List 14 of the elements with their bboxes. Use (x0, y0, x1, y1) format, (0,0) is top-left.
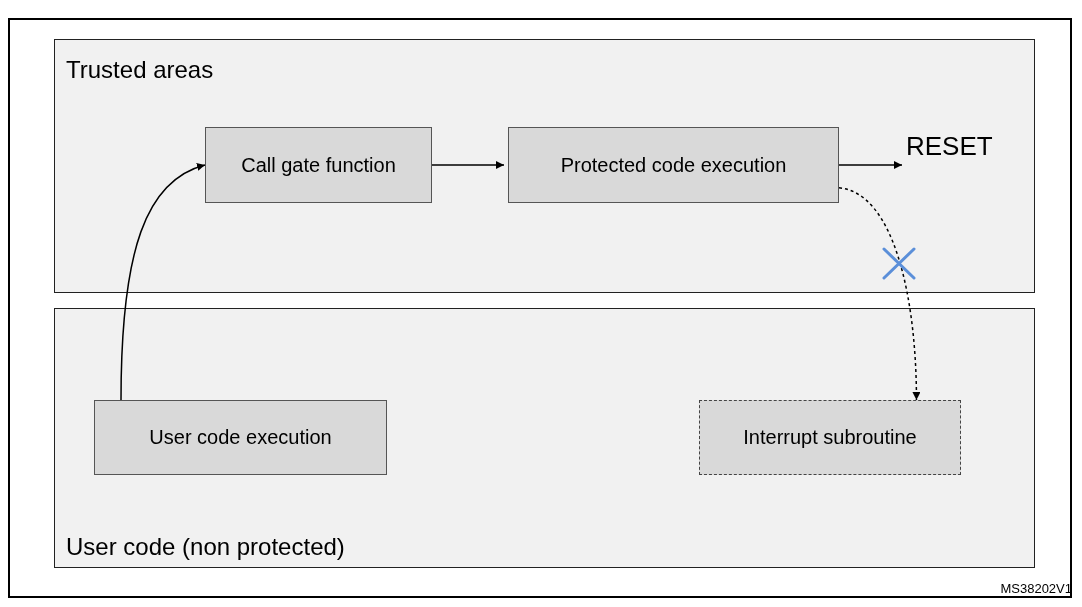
reset-label: RESET (906, 131, 993, 162)
process-box-dashed: Interrupt subroutine (699, 400, 961, 475)
process-box: User code execution (94, 400, 387, 475)
region-panel (54, 39, 1035, 293)
dotted-arrow (838, 187, 921, 401)
arrow (838, 161, 903, 169)
arrow (120, 163, 206, 401)
process-box: Protected code execution (508, 127, 839, 203)
region-title: User code (non protected) (66, 533, 345, 561)
arrow (431, 161, 505, 169)
figure-code: MS38202V1 (1000, 581, 1072, 596)
region-panel (54, 308, 1035, 568)
region-title: Trusted areas (66, 56, 214, 84)
process-box: Call gate function (205, 127, 432, 203)
